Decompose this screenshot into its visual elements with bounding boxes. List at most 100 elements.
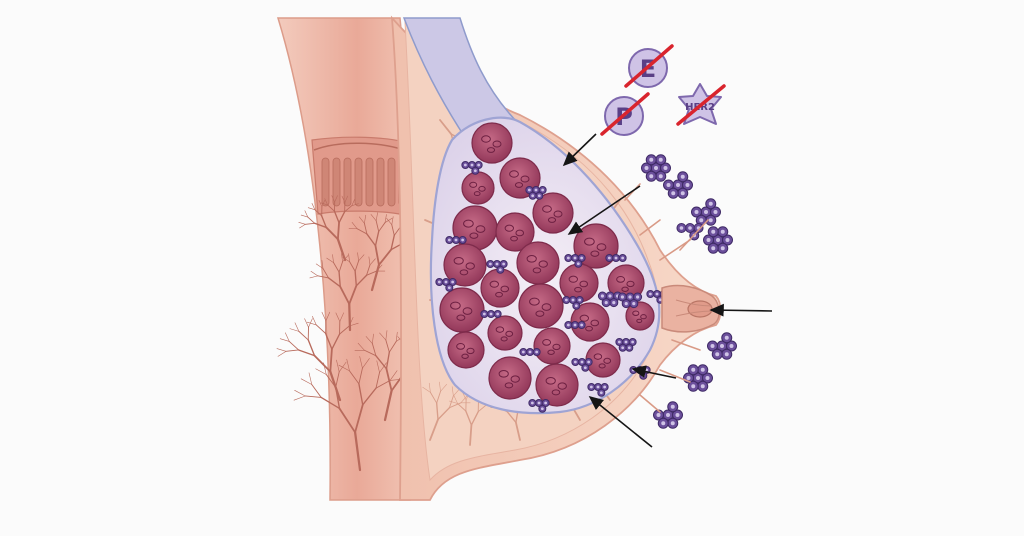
cancer-cell-nucleus [720, 246, 725, 251]
cancer-cell-nucleus [661, 421, 666, 426]
vessel-branch [335, 312, 341, 322]
lobule-nucleus [450, 301, 461, 310]
vessel-branch [449, 400, 458, 404]
vessel-branch [339, 312, 344, 322]
cancer-cell-nucleus [451, 280, 455, 284]
vessel-branch [351, 203, 359, 207]
vessel-branch [369, 258, 376, 266]
lobule-nucleus [626, 280, 635, 288]
lobule-nucleus [492, 140, 502, 148]
lobule-nucleus [462, 307, 473, 315]
vessel-branch [312, 316, 317, 326]
vessel-branch [348, 302, 352, 332]
vessel-branch [321, 260, 324, 269]
vessel-branch [338, 211, 346, 224]
vessel-branch [315, 324, 327, 334]
tumor-lobule [488, 356, 532, 400]
cancer-cell-nucleus [624, 340, 628, 344]
vessel-branch [306, 321, 317, 326]
vessel-branch [310, 270, 319, 277]
lobule-nucleus [475, 225, 486, 233]
tumor-lobule [447, 331, 485, 369]
cancer-cell-nucleus [617, 340, 621, 344]
cell-cluster [486, 260, 508, 274]
cancer-cell-nucleus [566, 256, 570, 260]
cell-cluster [435, 278, 457, 292]
cell-cluster [519, 348, 541, 356]
cancer-cell-nucleus [632, 302, 636, 306]
lobule-nucleus [478, 185, 486, 192]
cancer-cell-nucleus [694, 210, 699, 214]
cancer-cell-nucleus [641, 374, 645, 378]
vessel-branch [276, 348, 287, 352]
lobule-body [535, 363, 579, 407]
vessel-branch [477, 403, 488, 413]
lobule-nucleus [542, 339, 552, 346]
lobule-nucleus [504, 224, 514, 232]
cancer-cell-nucleus [648, 292, 652, 296]
lobule-body [495, 212, 535, 252]
vessel-branch [388, 341, 397, 353]
cancer-cell-nucleus [447, 238, 451, 242]
cancer-cell-nucleus [696, 376, 700, 380]
vessel-branch [307, 339, 316, 357]
vessel-branch [385, 339, 390, 353]
rib-edge [313, 142, 405, 151]
lobule-nucleus [510, 235, 518, 242]
vessel-branch [297, 349, 316, 357]
cancer-cell-nucleus [580, 256, 584, 260]
lobule-nucleus [510, 375, 520, 383]
lobule-nucleus [456, 314, 466, 321]
tumor-lobule [443, 243, 487, 287]
vessel-branch [439, 119, 453, 135]
cancer-cell-nucleus [566, 323, 570, 327]
vessel-branch [334, 195, 338, 203]
cell-cluster [703, 226, 733, 254]
vessel-branch [288, 340, 300, 351]
lobule-nucleus [461, 353, 469, 359]
lobule-nucleus [590, 319, 600, 327]
arrow-lower-wall [588, 395, 653, 448]
cancer-cell-nucleus [644, 166, 649, 170]
vessel-branch [304, 222, 316, 225]
strike-line [676, 84, 726, 126]
vessel-branch [307, 216, 316, 224]
lobule-nucleus [553, 210, 563, 218]
vessel-branch [379, 362, 387, 373]
vessel-branch [365, 336, 373, 344]
lobule-nucleus [453, 256, 464, 265]
cancer-cell-nucleus [680, 191, 685, 196]
cancer-cell-nucleus [544, 401, 548, 405]
vessel-branch [439, 381, 441, 392]
tumor-lobule [495, 212, 535, 252]
cancer-cell-nucleus [534, 188, 538, 192]
cancer-cell-nucleus [571, 298, 575, 302]
rib-stripe [321, 157, 330, 207]
vessel-branch [436, 390, 442, 404]
tumor-lobule [570, 302, 610, 342]
lobule-body [533, 327, 571, 365]
vessel-branch [357, 342, 365, 351]
cancer-cell-nucleus [489, 312, 493, 316]
cancer-cell-nucleus [454, 238, 458, 242]
cell-cluster [461, 161, 483, 175]
tumor-lobule [532, 192, 574, 234]
lobule-nucleus [456, 343, 466, 350]
lobule-nucleus [495, 291, 503, 298]
cancer-cell-nucleus [620, 295, 625, 299]
cancer-cell-nucleus [685, 183, 690, 187]
strike-line [624, 44, 674, 88]
lobule-nucleus [584, 237, 595, 246]
arrow-tumor-mass [567, 185, 641, 235]
vessel-branch [375, 355, 388, 370]
cancer-cell-nucleus [531, 194, 535, 198]
vessel-branch [336, 359, 340, 373]
cancer-cell-nucleus [676, 183, 680, 187]
vessel-branch [351, 222, 358, 230]
cell-cluster [691, 198, 721, 226]
vessel-branch [375, 212, 378, 222]
cell-cluster [564, 254, 586, 268]
cancer-cell-nucleus [583, 366, 587, 370]
cancer-cell-nucleus [725, 238, 730, 242]
